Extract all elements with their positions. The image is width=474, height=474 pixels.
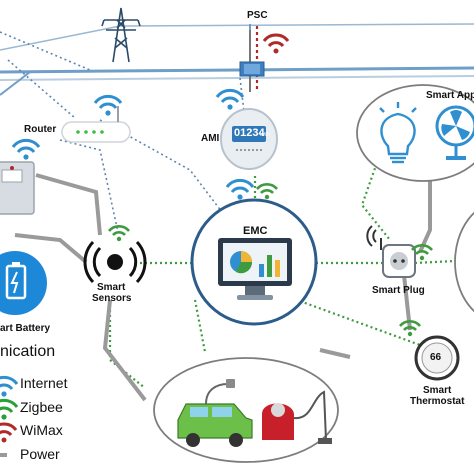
legend-title: nication: [0, 343, 56, 360]
smart-appliances-group: [356, 84, 474, 182]
legend-internet-label: Internet: [20, 375, 68, 391]
smart-thermostat-label-line2: Thermostat: [410, 396, 465, 407]
meter-unit: kWh: [260, 132, 270, 138]
legend-wimax-icon: [0, 422, 18, 444]
emc-hub: [190, 198, 318, 326]
smart-plug-wifi-icon: [366, 225, 377, 247]
legend-zigbee-label: Zigbee: [20, 399, 63, 415]
storage-inverter-device: [0, 161, 35, 215]
router-label: Router: [24, 124, 57, 135]
smart-appliances-label: Smart Appli: [426, 90, 474, 101]
psc-connector: [239, 26, 265, 92]
smart-thermostat-label-line1: Smart: [423, 385, 452, 396]
right-device-group: [454, 211, 474, 313]
router-device: [61, 106, 131, 143]
smart-plug-label: Smart Plug: [372, 285, 425, 296]
meter-reading: 01234: [234, 127, 265, 139]
inverter-wifi-icon: [11, 138, 41, 162]
psc-wimax-signal-icon: [262, 33, 290, 55]
emc-internet-signal-icon: [225, 178, 255, 202]
emc-label: EMC: [243, 225, 268, 237]
smart-sensor-icon: [83, 240, 147, 284]
fan-icon: [435, 105, 474, 160]
smart-sensors-label-line2: Sensors: [92, 293, 132, 304]
legend-wimax-label: WiMax: [20, 422, 63, 438]
legend-internet-icon: [0, 375, 19, 399]
smart-sensors-label-line1: Smart: [97, 282, 126, 293]
power-grid-lines: [0, 23, 474, 96]
ami-smart-meter: [220, 108, 278, 170]
electric-car-icon: [177, 379, 253, 447]
vacuum-cleaner-icon: [262, 390, 332, 444]
ami-internet-signal-icon: [215, 88, 245, 112]
transmission-tower-icon: [101, 7, 141, 63]
smart-plug-icon: [380, 238, 416, 278]
ev-and-appliance-group: [153, 357, 339, 463]
sensor-zigbee-signal-icon: [107, 225, 131, 243]
psc-label: PSC: [247, 10, 268, 21]
ami-label: AMI: [201, 133, 220, 144]
smart-battery-icon: [0, 251, 47, 315]
legend-zigbee-icon: [0, 398, 19, 422]
emc-zigbee-signal-icon: [255, 183, 279, 201]
smart-thermostat-icon: [414, 335, 460, 381]
thermostat-reading: 66: [430, 352, 442, 363]
light-bulb-icon: [379, 102, 417, 164]
legend-power-label: Power: [20, 446, 60, 462]
smart-battery-label: art Battery: [0, 323, 51, 334]
